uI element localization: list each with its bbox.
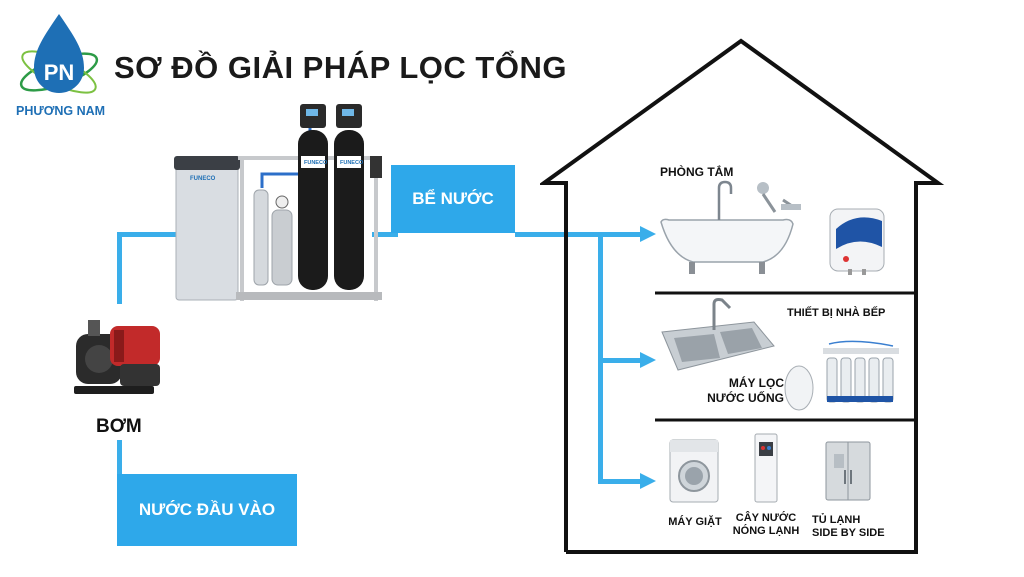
bathroom-label: PHÒNG TẮM [660,165,734,179]
pipe-pump-to-softener [117,232,185,237]
water-heater-icon [829,208,885,275]
pipe-to-kitchen [598,358,650,363]
pipe-filter-to-tank [372,232,398,237]
page-title: SƠ ĐỒ GIẢI PHÁP LỌC TỔNG [114,50,567,85]
kitchen-sink-icon [661,298,775,371]
pipe-to-laundry [598,479,650,484]
water-tank-box: BỂ NƯỚC [391,165,515,233]
ro-filter-icon [784,340,899,411]
tank-a-brand: FUNECO [304,160,328,166]
kitchen-label: THIẾT BỊ NHÀ BẾP [787,307,886,319]
ro-filter-label-line2: NƯỚC UỐNG [707,391,784,405]
house-outline [540,38,945,554]
fridge-label-line1: TỦ LẠNH [812,514,861,526]
filtration-system: FUNECO FUNECO FUNECO [174,104,382,301]
water-tank-label: BỂ NƯỚC [412,189,494,208]
pipe-inlet-riser [117,440,122,476]
washing-machine-label: MÁY GIẶT [668,516,722,528]
fridge-label: TỦ LẠNH SIDE BY SIDE [812,514,902,540]
softener-brand: FUNECO [190,176,216,182]
arrow-laundry-icon [640,473,656,489]
ro-filter-label: MÁY LỌC NƯỚC UỐNG [684,376,784,406]
water-dispenser-label: CÂY NƯỚC NÓNG LẠNH [726,512,806,538]
arrow-bathroom-icon [640,226,656,242]
fridge-icon [825,441,871,501]
ro-filter-label-line1: MÁY LỌC [728,376,784,390]
tank-b-brand: FUNECO [340,160,364,166]
inlet-water-label: NƯỚC ĐẦU VÀO [138,500,276,519]
inlet-water-box: NƯỚC ĐẦU VÀO [117,474,297,546]
water-dispenser-label-line2: NÓNG LẠNH [732,525,800,537]
logo-initials: PN [44,60,75,85]
logo-name: PHƯƠNG NAM [16,104,106,118]
arrow-kitchen-icon [640,352,656,368]
water-dispenser-icon [754,433,778,503]
pump-label: BƠM [96,416,142,437]
pipe-pump-riser [117,232,122,304]
water-dispenser-label-line1: CÂY NƯỚC [735,512,797,524]
brand-logo: PN [19,14,99,94]
washing-machine-icon [669,439,719,503]
fridge-label-line2: SIDE BY SIDE [812,527,885,539]
bathtub-icon [660,180,801,274]
pipe-main-supply [515,232,650,237]
pump-icon [74,320,160,394]
